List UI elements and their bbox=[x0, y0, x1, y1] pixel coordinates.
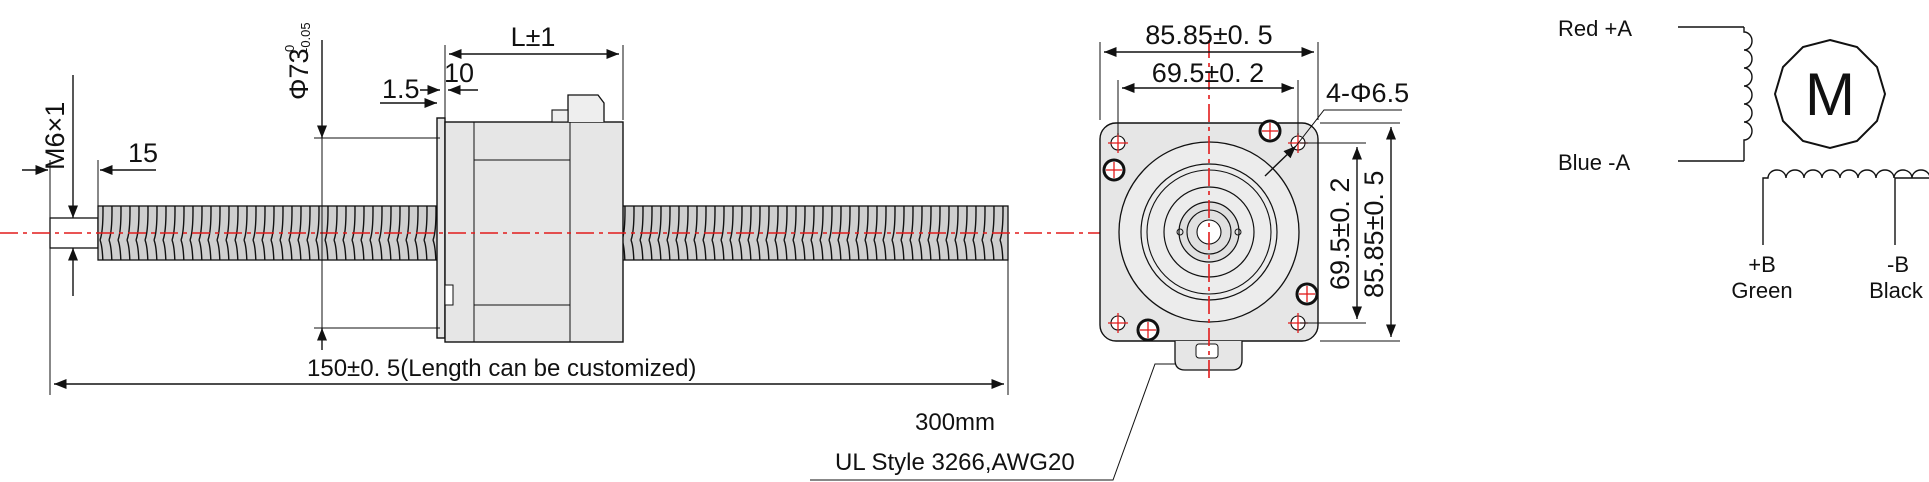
label-blue: Blue -A bbox=[1558, 150, 1630, 175]
wiring-diagram: Red +A Blue -A +B Green -B Black M bbox=[1558, 16, 1929, 303]
cable-spec-label: UL Style 3266,AWG20 bbox=[835, 449, 1075, 476]
front-view: 85.85±0. 5 69.5±0. 2 4-Φ6.5 69.5±0. 2 85… bbox=[1099, 20, 1409, 380]
diameter-tol-upper: 0 bbox=[282, 45, 297, 52]
label-green: Green bbox=[1731, 278, 1792, 303]
connector bbox=[567, 94, 605, 122]
cable-callout: 300mm UL Style 3266,AWG20 bbox=[810, 363, 1190, 481]
length-dim-label: L±1 bbox=[511, 22, 556, 52]
side-view: L±1 Φ73 0 -0.05 1.5 10 M6×1 15 bbox=[0, 22, 1170, 395]
label-minus-b: -B bbox=[1887, 252, 1909, 277]
label-red: Red +A bbox=[1558, 16, 1632, 41]
label-plus-b: +B bbox=[1748, 252, 1776, 277]
label-black: Black bbox=[1869, 278, 1924, 303]
motor-symbol-label: M bbox=[1805, 61, 1855, 128]
dim-1-5-label: 1.5 bbox=[382, 74, 420, 104]
motor-body bbox=[444, 121, 624, 343]
diameter-tol-lower: -0.05 bbox=[298, 22, 313, 52]
holes-label: 4-Φ6.5 bbox=[1326, 78, 1409, 108]
flange-notch bbox=[444, 284, 454, 306]
diameter-dim-label: Φ73 bbox=[284, 48, 314, 100]
length-custom-label: 150±0. 5(Length can be customized) bbox=[307, 355, 696, 382]
dim-10-label: 10 bbox=[444, 58, 474, 88]
coil-b bbox=[1762, 169, 1929, 245]
outer-width-label: 85.85±0. 5 bbox=[1145, 20, 1272, 50]
thread-label: M6×1 bbox=[40, 102, 70, 170]
dim-15-label: 15 bbox=[128, 138, 158, 168]
coil-a bbox=[1743, 27, 1753, 161]
outer-height-label: 85.85±0. 5 bbox=[1359, 171, 1389, 298]
hole-spacing-label: 69.5±0. 2 bbox=[1152, 58, 1264, 88]
hole-spacing-v-label: 69.5±0. 2 bbox=[1325, 178, 1355, 290]
motor-flange bbox=[436, 117, 446, 339]
cable-length-label: 300mm bbox=[915, 409, 995, 436]
motor-symbol bbox=[1773, 38, 1887, 150]
